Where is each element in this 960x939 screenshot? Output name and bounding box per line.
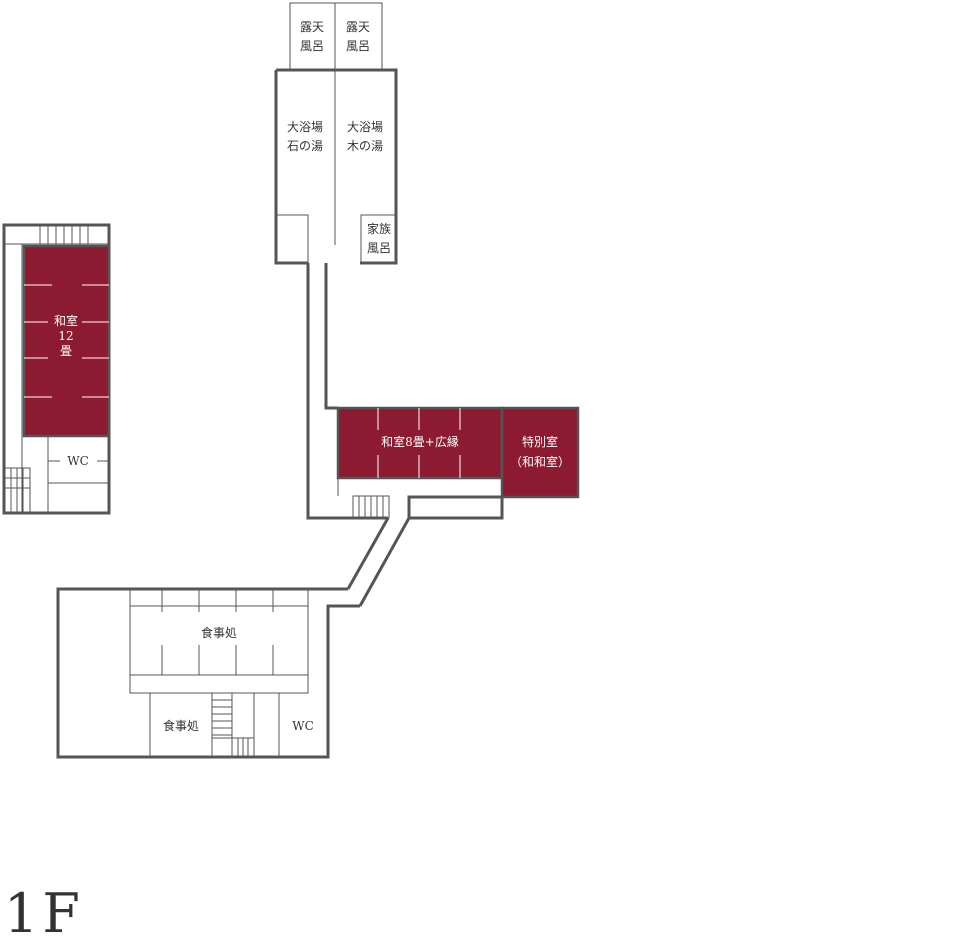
svg-text:大浴場: 大浴場 [287, 120, 323, 134]
shokujidokoro-main-label: 食事処 [201, 625, 237, 640]
wc-south-label: WC [292, 719, 314, 733]
kazoku-buro: 家族 風呂 [367, 221, 391, 255]
svg-text:露天: 露天 [346, 20, 370, 34]
diagonal-corridor [346, 517, 411, 607]
rotenburo-left: 露天 風呂 [300, 20, 324, 53]
bath-wing [274, 2, 398, 520]
east-wing: 和室8畳+広縁 特別室 （和和室） [336, 406, 580, 520]
svg-text:石の湯: 石の湯 [287, 139, 323, 153]
washitsu-12-label: 和室 12 畳 [54, 313, 78, 358]
floor-label: 1F [4, 882, 84, 939]
svg-text:12: 12 [58, 329, 73, 343]
washitsu-12-jo [22, 244, 111, 438]
tokubetsushitsu-label-1: 特別室 [522, 434, 558, 449]
svg-text:大浴場: 大浴場 [347, 120, 383, 134]
svg-text:露天: 露天 [300, 20, 324, 34]
svg-text:木の湯: 木の湯 [347, 139, 383, 153]
daiyokujo-ki-no-yu: 大浴場 木の湯 [347, 120, 383, 153]
tatami-lines-12 [24, 284, 109, 398]
tokubetsushitsu-label-2: （和和室） [510, 454, 570, 469]
svg-text:和室: 和室 [54, 313, 78, 328]
svg-text:風呂: 風呂 [300, 39, 324, 53]
svg-text:家族: 家族 [367, 221, 391, 236]
washitsu-8-jo [336, 406, 504, 480]
svg-text:風呂: 風呂 [367, 241, 391, 255]
tokubetsushitsu [500, 406, 580, 499]
svg-text:畳: 畳 [60, 344, 72, 358]
washitsu-8-label: 和室8畳+広縁 [381, 434, 459, 449]
daiyokujo-ishi-no-yu: 大浴場 石の湯 [287, 120, 323, 153]
rotenburo-right: 露天 風呂 [346, 20, 370, 53]
svg-text:風呂: 風呂 [346, 39, 370, 53]
wc-west: WC [48, 454, 109, 468]
dining-building: 食事処 食事処 WC [56, 587, 360, 759]
shokujidokoro-small-label: 食事処 [163, 718, 199, 733]
svg-text:WC: WC [67, 454, 89, 468]
